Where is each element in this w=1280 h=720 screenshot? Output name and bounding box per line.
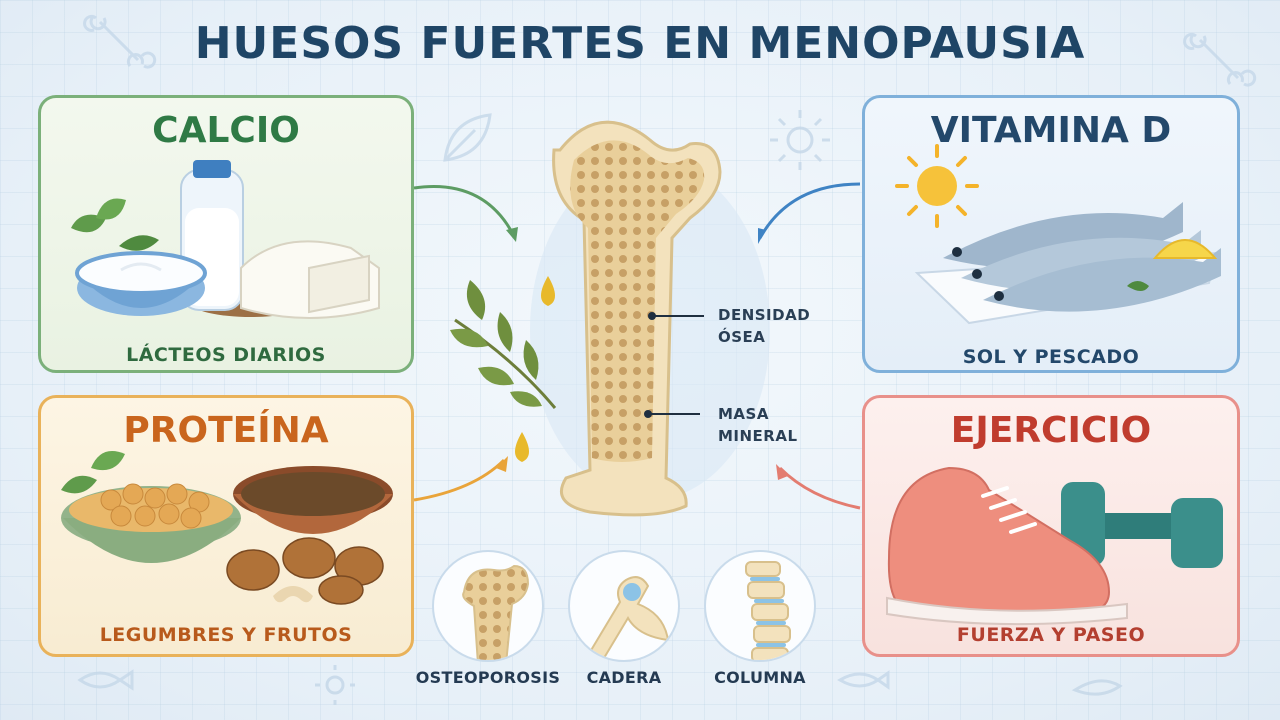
sun-icon [895,144,979,228]
circle-label-columna: COLUMNA [714,668,806,687]
sun-icon [325,675,345,695]
card-subtitle: SOL Y PESCADO [962,346,1140,368]
card-subtitle: FUERZA Y PASEO [956,624,1146,646]
card-title: EJERCICIO [950,410,1152,451]
leaf-icon [71,214,106,233]
spongy-bone-icon [462,564,530,660]
circle-columna [704,550,816,662]
label-line: MASA [718,405,769,423]
card-subtitle: LÁCTEOS DIARIOS [126,344,326,366]
label-masa-mineral: MASA MINERAL [718,403,798,447]
sun-icon [786,126,814,154]
circle-label-cadera: CADERA [586,668,662,687]
exercise-illustration [886,466,1223,626]
sardine-icon [943,202,1221,312]
hip-joint-icon [588,576,670,660]
leaf-icon [61,475,97,494]
fish-icon [1071,679,1123,696]
parsley-icon [1127,281,1149,291]
walnut-icon [226,537,384,605]
fish-icon [837,670,890,690]
card-title: VITAMINA D [930,110,1172,151]
lemon-icon [1152,239,1218,259]
label-densidad-osea: DENSIDAD ÓSEA [718,304,810,348]
card-subtitle: LEGUMBRES Y FRUTOS [99,624,353,646]
card-calcio: CALCIO LÁCTEOS DIARIOS [38,95,414,373]
chickpea-bowl-icon [63,518,241,563]
card-title: CALCIO [152,110,300,151]
card-vitamina-d: VITAMINA D SOL Y PESCADO [862,95,1240,373]
fish-icon [77,669,134,691]
leaf-icon [443,113,492,162]
label-line: ÓSEA [718,328,766,346]
dairy-illustration [71,160,380,319]
label-line: DENSIDAD [718,306,811,324]
circle-cadera [568,550,680,662]
card-title: PROTEÍNA [123,410,329,451]
protein-illustration [61,451,393,605]
spine-icon [745,561,791,660]
bone-icon [1183,32,1257,87]
label-line: MINERAL [718,427,798,445]
circle-osteoporosis [432,550,544,662]
bone-icon [83,14,157,69]
card-proteina: PROTEÍNA LEGUMBRES Y FRUTOS [38,395,414,657]
cashew-icon [273,586,313,603]
card-ejercicio: EJERCICIO FUERZA Y PASEO [862,395,1240,657]
page-title: HUESOS FUERTES EN MENOPAUSIA [194,18,1086,69]
sun-fish-illustration [895,144,1221,325]
circle-label-osteoporosis: OSTEOPOROSIS [415,668,561,687]
